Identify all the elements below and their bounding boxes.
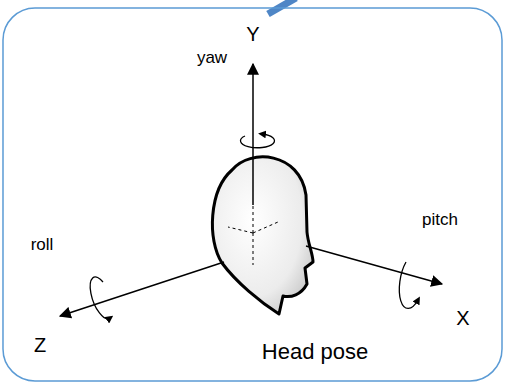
panel-frame [3,8,502,381]
rotation-label: roll [31,236,54,255]
z-axis [60,262,224,316]
pitch-rotation-arrow [399,262,418,308]
connector-stub [268,0,296,14]
yaw-rotation-arrow [240,134,274,148]
hidden-axes [228,205,278,265]
axis-label: Z [34,334,46,356]
axis-label: X [456,307,469,329]
y-axis [252,64,254,205]
roll-rotation-arrow [90,277,110,319]
rotation-label: pitch [422,211,458,230]
head-figure [212,157,313,314]
axis-label: Y [246,23,259,45]
x-axis [306,246,442,284]
caption-label: Head pose [262,340,368,364]
rotation-label: yaw [197,49,227,68]
